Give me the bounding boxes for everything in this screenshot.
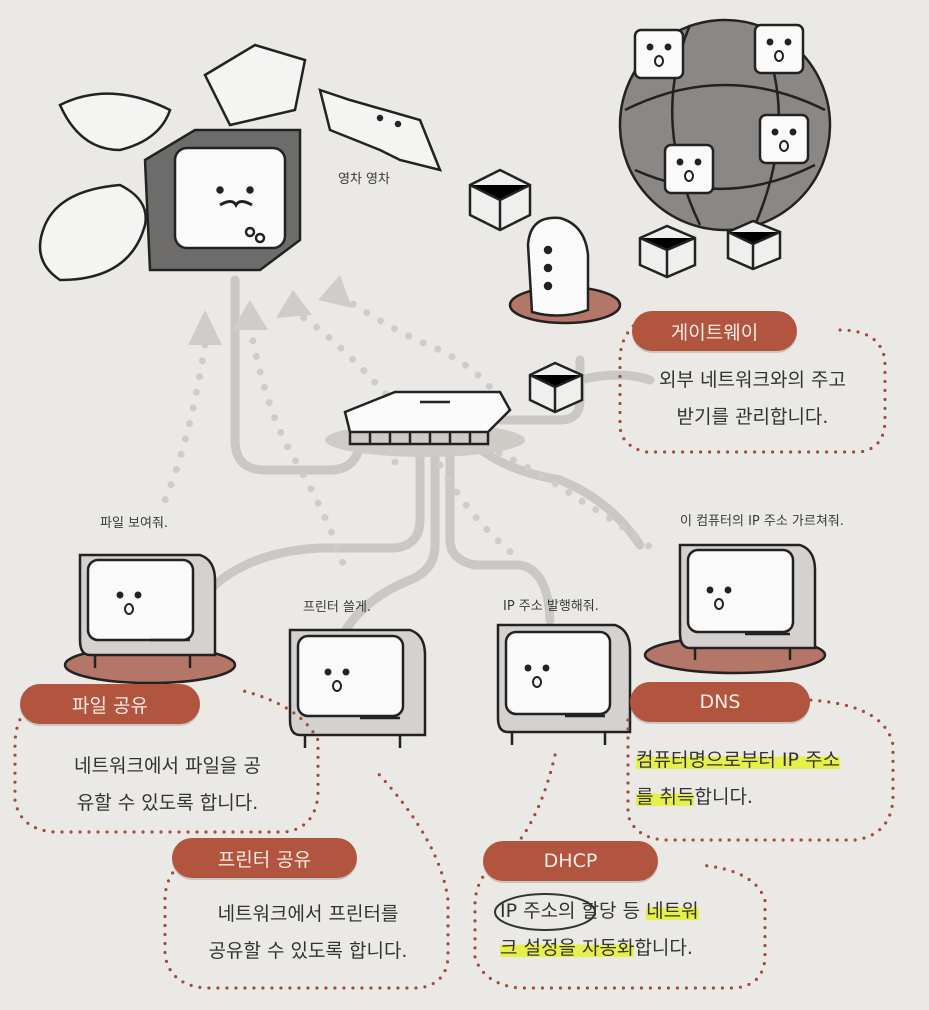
dhcp-desc-line1-highlight: 네트워 xyxy=(646,900,699,922)
dns-server-computer xyxy=(643,543,827,675)
arrowheads xyxy=(188,275,352,345)
file-sharing-title-tag: 파일 공유 xyxy=(20,684,200,724)
dhcp-server-speech: IP 주소 발행해줘. xyxy=(503,599,599,614)
dhcp-title-tag: DHCP xyxy=(483,841,658,881)
gateway-callout-border xyxy=(618,318,887,454)
file-server-computer xyxy=(63,553,237,685)
dhcp-desc-line2-rest: 합니다. xyxy=(634,937,693,959)
printer-sharing-desc-line2: 공유할 수 있도록 합니다. xyxy=(208,940,408,962)
data-flow-dots xyxy=(161,291,664,574)
ip-address-ring xyxy=(494,893,596,931)
dhcp-connector xyxy=(508,753,557,854)
file-server-speech: 파일 보여줘. xyxy=(100,516,169,531)
dhcp-desc-line2-highlight: 크 설정을 자동화 xyxy=(500,937,635,959)
hardworking-speech-1: 영차 영차 xyxy=(338,172,390,187)
dns-desc-line2-highlight: 를 취득 xyxy=(636,786,695,808)
dhcp-server-computer xyxy=(496,623,632,745)
printer-server-speech: 프린터 쓸게. xyxy=(303,600,372,615)
gateway-desc-line2: 받기를 관리합니다. xyxy=(676,406,829,428)
printer-sharing-desc-line1: 네트워크에서 프린터를 xyxy=(217,903,399,925)
dns-desc-line2: 를 취득합니다. xyxy=(636,779,891,816)
printer-callout-border xyxy=(163,768,450,990)
file-sharing-description: 네트워크에서 파일을 공 유할 수 있도록 합니다. xyxy=(25,748,310,822)
gateway-desc-line1: 외부 네트워크와의 주고 xyxy=(659,369,846,391)
dhcp-description: IP 주소의 할당 등 네트워 크 설정을 자동화합니다. xyxy=(500,893,760,967)
dns-title-tag: DNS xyxy=(630,682,810,722)
dns-desc-line2-rest: 합니다. xyxy=(694,786,753,808)
gateway-title-tag: 게이트웨이 xyxy=(632,311,797,351)
dhcp-desc-line1-plain: IP 주소의 할당 등 xyxy=(500,900,647,922)
dns-desc-line1: 컴퓨터명으로부터 IP 주소 xyxy=(636,742,891,779)
dns-callout-border xyxy=(626,698,895,842)
printer-sharing-description: 네트워크에서 프린터를 공유할 수 있도록 합니다. xyxy=(178,896,438,970)
dns-desc-line1-highlight: 컴퓨터명으로부터 IP 주소 xyxy=(636,749,840,771)
dhcp-desc-line2: 크 설정을 자동화합니다. xyxy=(500,930,760,967)
file-sharing-desc-line1: 네트워크에서 파일을 공 xyxy=(74,755,261,777)
dns-server-speech: 이 컴퓨터의 IP 주소 가르쳐줘. xyxy=(680,514,844,529)
printer-server-computer xyxy=(288,628,427,748)
printer-sharing-title-tag: 프린터 공유 xyxy=(172,838,357,878)
gateway-description: 외부 네트워크와의 주고 받기를 관리합니다. xyxy=(630,362,875,436)
file-sharing-desc-line2: 유할 수 있도록 합니다. xyxy=(76,792,259,814)
globe-with-computers xyxy=(618,18,832,232)
file-callout-border xyxy=(13,688,320,834)
dns-description: 컴퓨터명으로부터 IP 주소 를 취득합니다. xyxy=(636,742,891,816)
gateway-device xyxy=(468,168,782,414)
mustache-server-icon xyxy=(38,43,443,282)
dhcp-desc-line1: IP 주소의 할당 등 네트워 xyxy=(500,893,760,930)
network-cables xyxy=(195,275,655,645)
network-hub xyxy=(325,390,525,457)
